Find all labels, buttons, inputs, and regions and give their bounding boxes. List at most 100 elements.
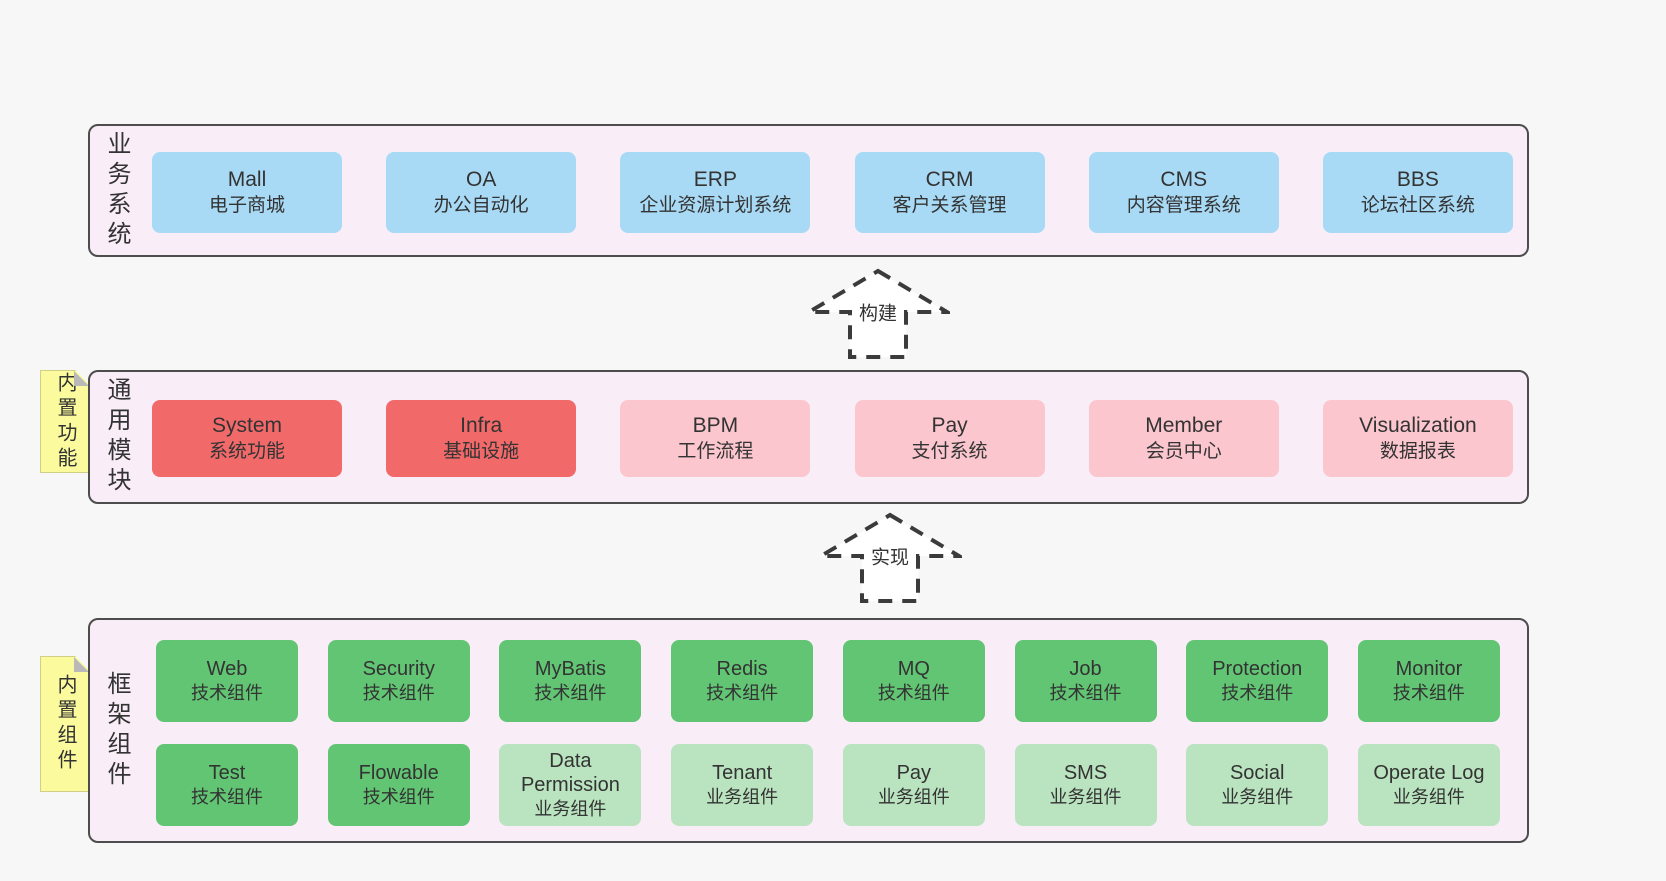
node-subtitle: 业务组件	[877, 787, 950, 807]
sticky-note-text: 内置组件	[54, 674, 76, 774]
node-title: Member	[1145, 414, 1223, 437]
node-subtitle: 业务组件	[1392, 787, 1465, 807]
node-subtitle: 技术组件	[1221, 683, 1294, 703]
node-subtitle: 业务组件	[1049, 787, 1122, 807]
node-pay-component: Pay 业务组件	[842, 744, 985, 826]
node-subtitle: 数据报表	[1379, 441, 1456, 462]
panel-business-systems: 业务系统 Mall 电子商城 OA 办公自动化 ERP 企业资源计划系统 CRM…	[88, 124, 1529, 257]
node-subtitle: 技术组件	[191, 787, 263, 807]
node-web: Web 技术组件	[156, 640, 298, 722]
node-subtitle: 技术组件	[706, 683, 779, 703]
node-monitor: Monitor 技术组件	[1357, 640, 1500, 722]
sticky-note-builtin-features: 内置功能	[40, 370, 90, 473]
node-flowable: Flowable 技术组件	[327, 744, 470, 826]
node-subtitle: 技术组件	[1049, 683, 1122, 703]
arrow-up-build: 构建	[806, 268, 950, 360]
node-title: BPM	[692, 414, 739, 437]
node-test: Test 技术组件	[156, 744, 298, 826]
node-title: Web	[206, 658, 248, 680]
framework-components-row-2: Test 技术组件 Flowable 技术组件 Data Permission …	[156, 744, 1500, 826]
node-subtitle: 技术组件	[191, 683, 263, 703]
node-operate-log: Operate Log 业务组件	[1357, 744, 1500, 826]
node-subtitle: 客户关系管理	[892, 195, 1007, 216]
business-systems-row: Mall 电子商城 OA 办公自动化 ERP 企业资源计划系统 CRM 客户关系…	[152, 152, 1513, 233]
node-title: Job	[1069, 658, 1102, 680]
node-infra: Infra 基础设施	[386, 400, 577, 477]
node-title: CRM	[925, 168, 974, 191]
node-subtitle: 业务组件	[706, 787, 779, 807]
node-mybatis: MyBatis 技术组件	[499, 640, 642, 722]
node-subtitle: 支付系统	[911, 441, 988, 462]
folded-corner-icon	[74, 371, 89, 386]
framework-components-row-1: Web 技术组件 Security 技术组件 MyBatis 技术组件 Redi…	[156, 640, 1500, 722]
node-security: Security 技术组件	[327, 640, 470, 722]
folded-corner-icon	[74, 657, 89, 672]
node-title: Visualization	[1359, 414, 1477, 437]
node-bbs: BBS 论坛社区系统	[1322, 152, 1513, 233]
node-title: Protection	[1212, 658, 1303, 680]
node-title: System	[211, 414, 282, 437]
node-title: Social	[1229, 762, 1285, 784]
node-member: Member 会员中心	[1088, 400, 1279, 477]
node-subtitle: 技术组件	[1392, 683, 1465, 703]
node-erp: ERP 企业资源计划系统	[620, 152, 811, 233]
node-subtitle: 技术组件	[362, 683, 435, 703]
node-system: System 系统功能	[152, 400, 342, 477]
node-subtitle: 会员中心	[1145, 441, 1222, 462]
arrow-build-label: 构建	[855, 298, 901, 326]
arrow-up-implement: 实现	[818, 512, 962, 604]
node-title: Infra	[460, 414, 503, 437]
node-visualization: Visualization 数据报表	[1322, 400, 1513, 477]
node-bpm: BPM 工作流程	[620, 400, 811, 477]
node-job: Job 技术组件	[1014, 640, 1157, 722]
node-pay: Pay 支付系统	[854, 400, 1045, 477]
panel-framework-components: 框架组件 Web 技术组件 Security 技术组件 MyBatis 技术组件…	[88, 618, 1529, 843]
node-subtitle: 工作流程	[677, 441, 754, 462]
node-subtitle: 技术组件	[534, 683, 607, 703]
panel-label-common-modules: 通用模块	[103, 377, 130, 497]
node-title: Pay	[896, 762, 932, 784]
node-subtitle: 电子商城	[208, 195, 285, 216]
node-crm: CRM 客户关系管理	[854, 152, 1045, 233]
arrow-implement-label: 实现	[867, 542, 913, 570]
node-subtitle: 系统功能	[208, 441, 285, 462]
node-subtitle: 技术组件	[877, 683, 950, 703]
node-subtitle: 业务组件	[1221, 787, 1294, 807]
common-modules-row: System 系统功能 Infra 基础设施 BPM 工作流程 Pay 支付系统…	[152, 400, 1513, 477]
node-title: Flowable	[358, 762, 439, 784]
node-subtitle: 技术组件	[362, 787, 435, 807]
node-mq: MQ 技术组件	[842, 640, 985, 722]
node-title: SMS	[1063, 762, 1108, 784]
node-title: Mall	[227, 168, 267, 191]
node-title: Tenant	[712, 762, 773, 784]
sticky-note-text: 内置功能	[54, 371, 76, 472]
node-title: Redis	[716, 658, 768, 680]
node-title: MyBatis	[534, 658, 606, 680]
node-subtitle: 企业资源计划系统	[639, 195, 792, 216]
node-subtitle: 内容管理系统	[1126, 195, 1241, 216]
node-redis: Redis 技术组件	[671, 640, 814, 722]
node-title: Operate Log	[1373, 762, 1485, 784]
node-title: ERP	[693, 168, 737, 191]
node-title: Pay	[931, 414, 968, 437]
node-subtitle: 论坛社区系统	[1360, 195, 1475, 216]
sticky-note-builtin-components: 内置组件	[40, 656, 90, 792]
panel-label-framework-components: 框架组件	[103, 670, 130, 791]
node-sms: SMS 业务组件	[1014, 744, 1157, 826]
panel-label-business-systems: 业务系统	[103, 130, 130, 251]
node-social: Social 业务组件	[1186, 744, 1329, 826]
node-title: MQ	[897, 658, 930, 680]
node-subtitle: 基础设施	[443, 441, 520, 462]
node-mall: Mall 电子商城	[152, 152, 342, 233]
node-title: Security	[362, 658, 435, 680]
node-oa: OA 办公自动化	[386, 152, 577, 233]
node-cms: CMS 内容管理系统	[1088, 152, 1279, 233]
node-subtitle: 业务组件	[534, 799, 607, 819]
node-protection: Protection 技术组件	[1186, 640, 1329, 722]
node-title: Monitor	[1395, 658, 1463, 680]
node-title: CMS	[1160, 168, 1208, 191]
node-title: BBS	[1396, 168, 1439, 191]
node-data-permission: Data Permission 业务组件	[499, 744, 642, 826]
node-subtitle: 办公自动化	[433, 195, 529, 216]
node-title: OA	[466, 168, 497, 191]
